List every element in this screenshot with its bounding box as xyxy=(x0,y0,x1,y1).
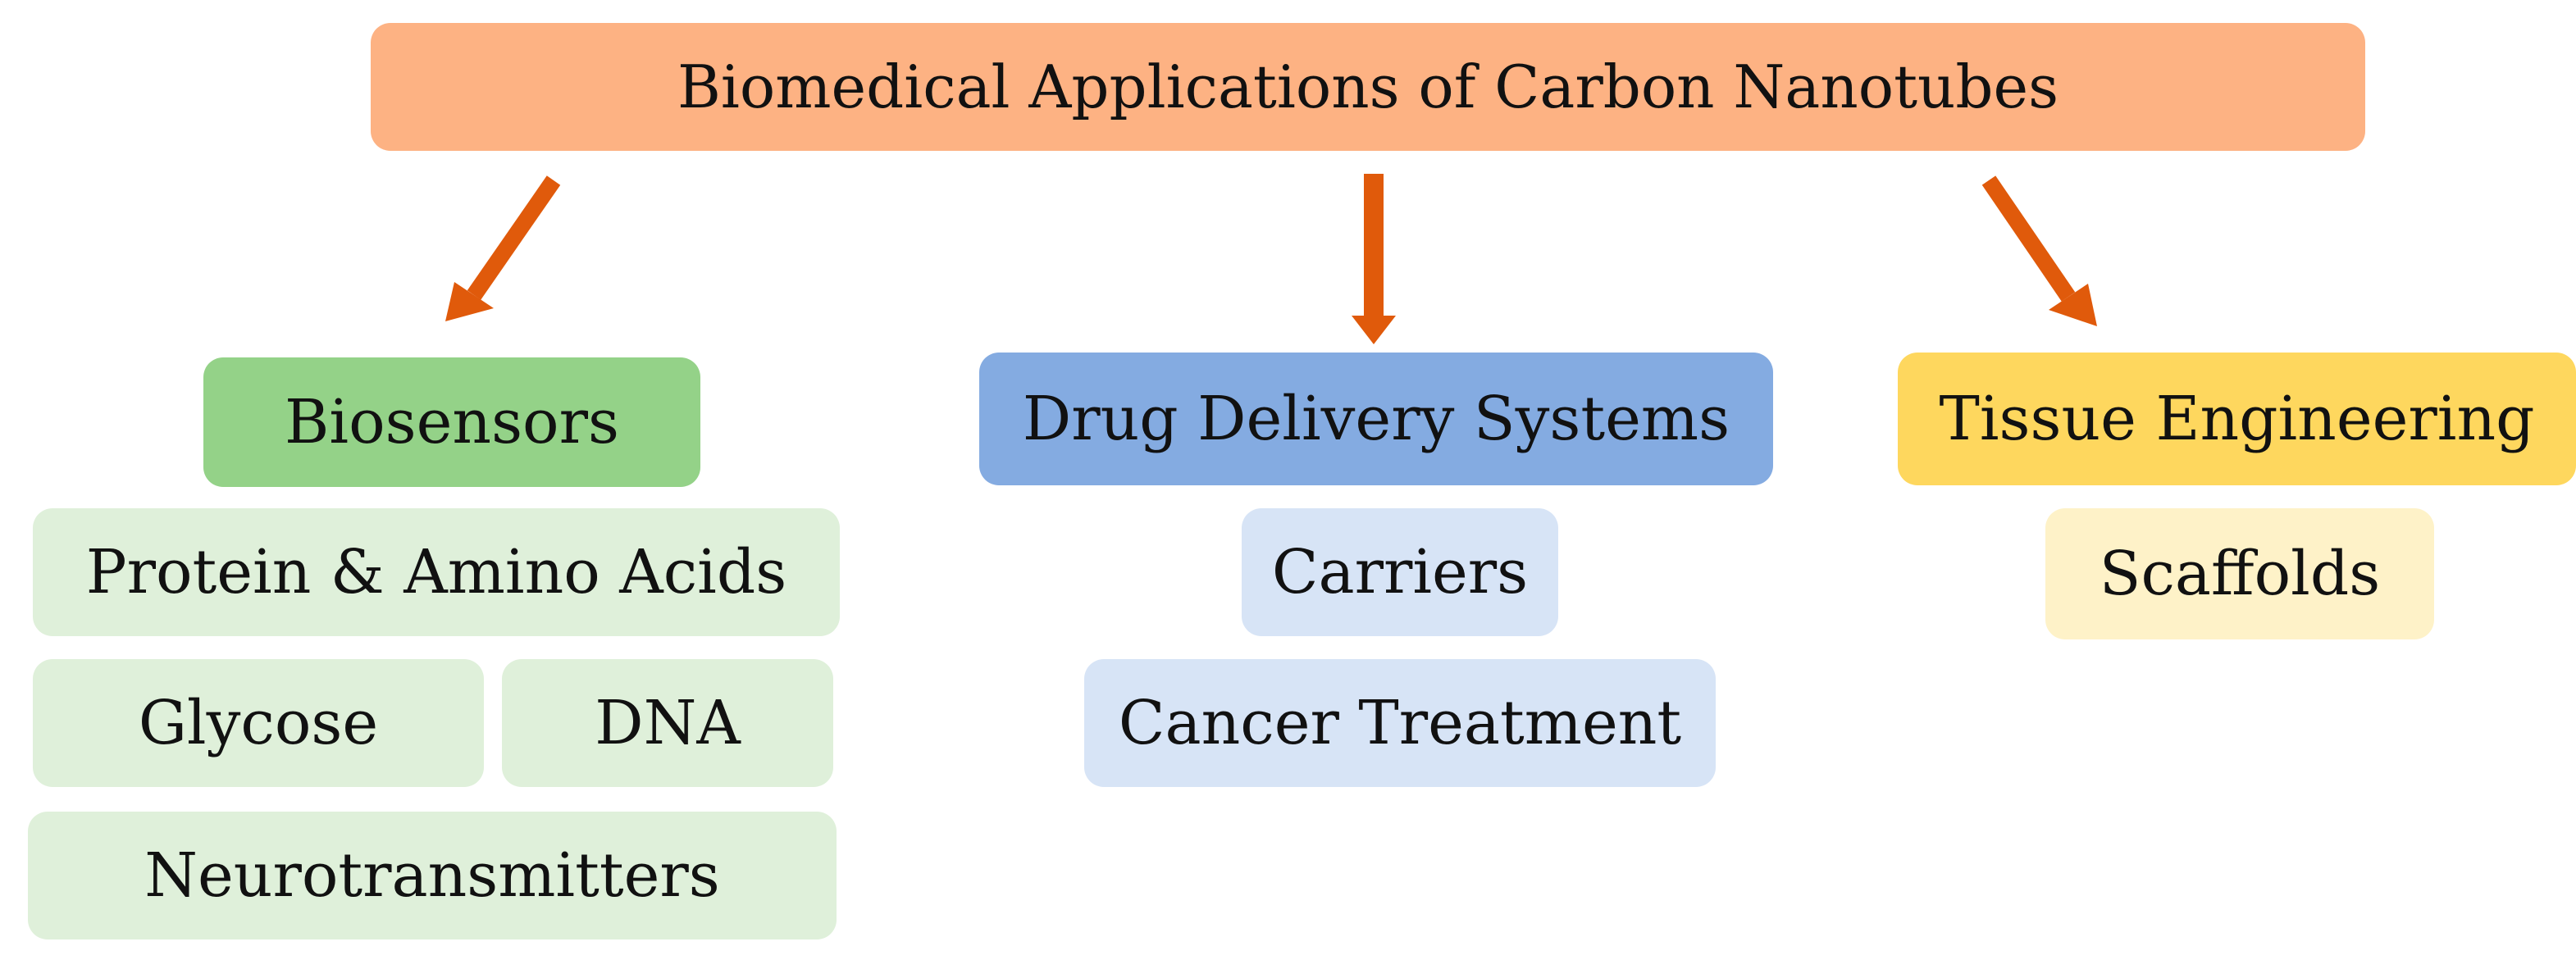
biosensors-node: Biosensors xyxy=(203,357,700,487)
cancer-treatment-node: Cancer Treatment xyxy=(1084,659,1716,787)
carriers-node: Carriers xyxy=(1242,508,1558,636)
diagram-title: Biomedical Applications of Carbon Nanotu… xyxy=(371,23,2365,151)
arrow-to-drug-delivery xyxy=(1352,174,1396,344)
arrow-to-tissue-engineering xyxy=(1981,175,2097,326)
neurotransmitters-node: Neurotransmitters xyxy=(28,812,837,939)
scaffolds-node: Scaffolds xyxy=(2045,508,2434,639)
dna-node: DNA xyxy=(502,659,833,787)
protein-amino-acids-node: Protein & Amino Acids xyxy=(33,508,840,636)
arrow-to-biosensors xyxy=(445,175,561,321)
glycose-node: Glycose xyxy=(33,659,484,787)
tissue-engineering-node: Tissue Engineering xyxy=(1898,353,2576,485)
drug-delivery-node: Drug Delivery Systems xyxy=(979,353,1773,485)
